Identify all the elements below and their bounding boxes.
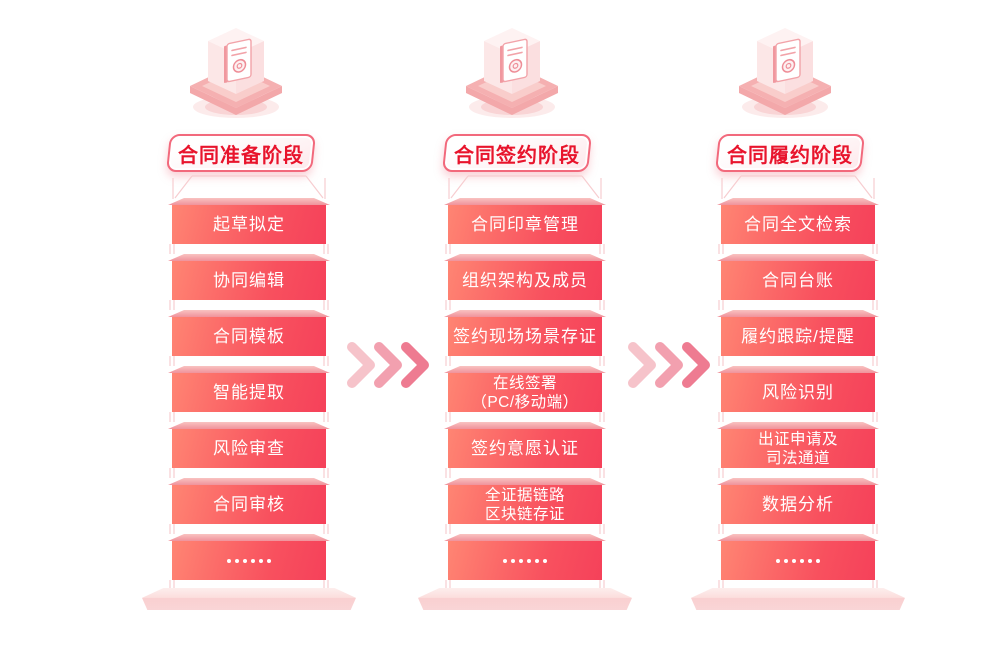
stage-item-block: 组织架构及成员	[448, 261, 602, 300]
glass-frame-top	[448, 175, 602, 199]
glass-frame-gap	[718, 356, 878, 366]
glass-frame-gap	[718, 244, 878, 254]
stage-item-block	[448, 541, 602, 580]
stage-item-block: 出证申请及 司法通道	[721, 429, 875, 468]
block-top-face	[168, 198, 330, 205]
block-top-face	[168, 478, 330, 485]
block-top-face	[717, 478, 879, 485]
stage-label: 合同准备阶段	[178, 144, 304, 167]
stage-column-performance: 合同履约阶段 合同全文检索 合同台账 履约跟踪/提醒 风险识别 出证申请及 司法…	[691, 0, 905, 666]
glass-frame-gap	[169, 524, 329, 534]
stage-item-block: 签约意愿认证	[448, 429, 602, 468]
glass-frame-gap	[445, 580, 605, 588]
stage-item-block: 合同审核	[172, 485, 326, 524]
next-stage-arrow-icon	[627, 342, 715, 388]
block-top-face	[168, 366, 330, 373]
glass-frame-gap	[169, 412, 329, 422]
glass-frame-gap	[169, 468, 329, 478]
block-top-face	[444, 478, 606, 485]
contract-document-box-icon	[739, 28, 831, 118]
glass-frame-gap	[718, 580, 878, 588]
contract-document-box-icon	[190, 28, 282, 118]
glass-frame-gap	[445, 300, 605, 310]
glass-frame-gap	[718, 412, 878, 422]
stage-item-block	[721, 541, 875, 580]
stage-item-block: 合同全文检索	[721, 205, 875, 244]
block-top-face	[444, 366, 606, 373]
glass-frame-gap	[169, 580, 329, 588]
stage-label: 合同签约阶段	[454, 144, 580, 167]
stage-label-pill: 合同履约阶段	[715, 134, 865, 172]
contract-document-box-icon	[466, 28, 558, 118]
base-platform	[418, 588, 632, 610]
stage-item-block: 数据分析	[721, 485, 875, 524]
stage-label-pill: 合同准备阶段	[166, 134, 316, 172]
stage-item-block: 合同模板	[172, 317, 326, 356]
block-top-face	[717, 254, 879, 261]
glass-frame-gap	[445, 244, 605, 254]
glass-frame-gap	[445, 468, 605, 478]
next-stage-arrow-icon	[346, 342, 434, 388]
block-top-face	[717, 198, 879, 205]
glass-frame-top	[721, 175, 875, 199]
base-platform	[142, 588, 356, 610]
block-top-face	[717, 534, 879, 541]
glass-frame-gap	[169, 356, 329, 366]
block-top-face	[444, 198, 606, 205]
glass-frame-gap	[718, 300, 878, 310]
ellipsis-dots	[503, 558, 547, 563]
glass-frame-gap	[445, 356, 605, 366]
ellipsis-dots	[776, 558, 820, 563]
stage-item-block	[172, 541, 326, 580]
block-top-face	[168, 310, 330, 317]
glass-frame-gap	[718, 468, 878, 478]
stage-item-block: 起草拟定	[172, 205, 326, 244]
glass-frame-gap	[445, 412, 605, 422]
stage-item-block: 合同印章管理	[448, 205, 602, 244]
stage-label: 合同履约阶段	[727, 144, 853, 167]
block-top-face	[444, 254, 606, 261]
ellipsis-dots	[227, 558, 271, 563]
stage-column-signing: 合同签约阶段 合同印章管理 组织架构及成员 签约现场场景存证 在线签署 （PC/…	[418, 0, 632, 666]
block-top-face	[444, 422, 606, 429]
block-top-face	[717, 310, 879, 317]
glass-frame-top	[172, 175, 326, 199]
stage-column-preparation: 合同准备阶段 起草拟定 协同编辑 合同模板 智能提取 风险审查 合同审核	[142, 0, 356, 666]
stage-item-block: 全证据链路 区块链存证	[448, 485, 602, 524]
block-top-face	[168, 534, 330, 541]
stage-item-block: 签约现场场景存证	[448, 317, 602, 356]
stage-item-block: 风险识别	[721, 373, 875, 412]
glass-frame-gap	[169, 244, 329, 254]
base-platform	[691, 588, 905, 610]
block-top-face	[717, 366, 879, 373]
block-top-face	[717, 422, 879, 429]
block-top-face	[168, 422, 330, 429]
stage-item-block: 履约跟踪/提醒	[721, 317, 875, 356]
block-top-face	[168, 254, 330, 261]
stage-item-block: 风险审查	[172, 429, 326, 468]
stage-item-block: 协同编辑	[172, 261, 326, 300]
glass-frame-gap	[445, 524, 605, 534]
block-top-face	[444, 534, 606, 541]
stage-label-pill: 合同签约阶段	[442, 134, 592, 172]
glass-frame-gap	[718, 524, 878, 534]
block-top-face	[444, 310, 606, 317]
glass-frame-gap	[169, 300, 329, 310]
stage-item-block: 智能提取	[172, 373, 326, 412]
stage-item-block: 在线签署 （PC/移动端）	[448, 373, 602, 412]
stage-item-block: 合同台账	[721, 261, 875, 300]
